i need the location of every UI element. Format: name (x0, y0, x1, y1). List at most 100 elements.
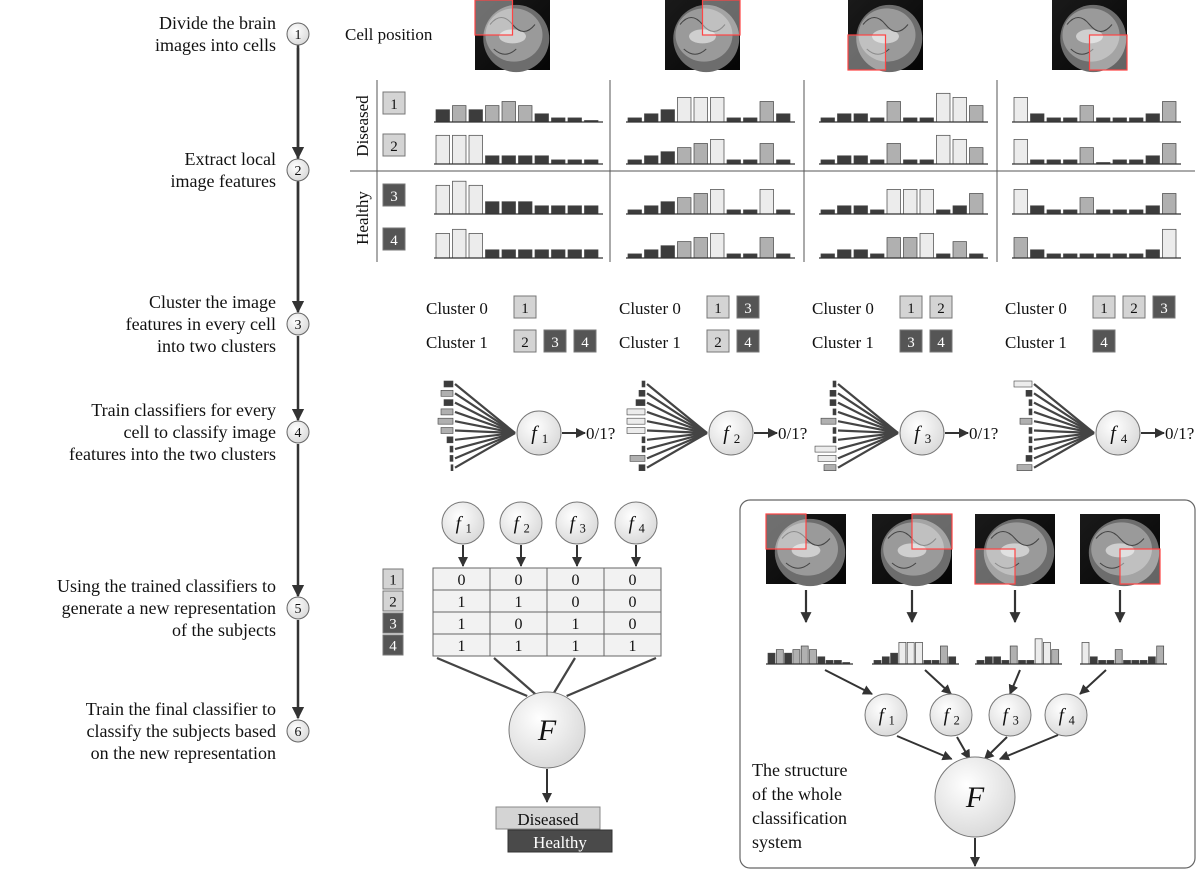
step-number: 2 (295, 164, 302, 179)
input-connection (454, 410, 516, 435)
subject-box-1: 1 (513, 295, 537, 319)
input-feature-bar (440, 427, 454, 434)
histogram-bar (767, 652, 776, 665)
feature-histogram (434, 228, 603, 259)
histogram-bar (1145, 205, 1160, 215)
highlighted-cell (701, 0, 741, 36)
input-feature-bar (635, 399, 646, 406)
histogram-bar (1162, 101, 1177, 123)
subject-box-2: 2 (929, 295, 953, 319)
step-text-line: features in every cell (126, 314, 276, 334)
histogram-bar (759, 189, 774, 215)
histogram-bar (567, 159, 582, 165)
subject-box-bg (929, 295, 953, 319)
node-subscript: 1 (889, 714, 895, 728)
subject-box-bg (382, 91, 406, 115)
histogram-bar (1145, 249, 1160, 259)
node-subscript: 1 (466, 522, 472, 536)
classifier-output-label: 0/1? (586, 424, 615, 443)
histogram-bar (693, 237, 708, 259)
histogram-bar (1112, 253, 1127, 259)
histogram-bar (1034, 638, 1043, 665)
step-number-circle (286, 420, 310, 444)
input-connection (454, 431, 516, 460)
step-text-line: Extract local (185, 149, 276, 169)
node-subscript: 4 (1069, 714, 1075, 728)
step-text-line: cell to classify image (124, 422, 276, 442)
histogram-bar (759, 237, 774, 259)
subject-box-2: 2 (1122, 295, 1146, 319)
subject-box-3: 3 (899, 329, 923, 353)
histogram-bar (759, 101, 774, 123)
histogram-bar (969, 193, 984, 215)
brain-sulcus (891, 562, 917, 569)
histogram-bar (710, 233, 725, 259)
subject-box-number: 1 (389, 573, 397, 589)
histogram-bar (915, 642, 923, 665)
histogram-bar (952, 241, 967, 259)
brain-callosum (791, 543, 821, 558)
input-connection (837, 431, 899, 460)
histogram-bar (940, 645, 948, 665)
histogram-bar (1156, 645, 1165, 665)
histogram-bar (710, 189, 725, 215)
histogram-bar (627, 253, 642, 259)
node-label: f (723, 423, 731, 445)
input-connection (646, 432, 708, 469)
node-circle (934, 756, 1016, 838)
structure-caption-line: The structure (752, 760, 847, 780)
input-feature-bar (440, 389, 454, 397)
brain-sulcus (785, 562, 811, 569)
brain-sulcus (1099, 562, 1125, 569)
step-number: 5 (295, 602, 302, 617)
table-cell-value: 0 (629, 572, 637, 589)
input-connection (454, 420, 516, 435)
input-feature-bar (1028, 445, 1033, 453)
histogram-bar (919, 117, 934, 123)
histogram-bar (584, 249, 599, 259)
histogram-bar (903, 189, 918, 215)
histogram-bar (837, 205, 852, 215)
histogram-bar (518, 201, 533, 215)
node-label: f (944, 705, 952, 726)
histogram-bar (1162, 143, 1177, 165)
histogram-bar (1013, 139, 1028, 165)
histogram-bar (820, 253, 835, 259)
input-feature-bar (446, 436, 454, 444)
histogram-bar (776, 113, 791, 123)
histogram-bar (518, 155, 533, 165)
node-circle (614, 501, 658, 545)
histogram-bar (660, 109, 675, 123)
subject-box-number: 4 (1100, 335, 1108, 351)
step-text-line: of the subjects (172, 620, 276, 640)
histogram-bar (660, 151, 675, 165)
step-text-line: images into cells (155, 35, 276, 55)
histogram-to-classifier-arrow (824, 669, 873, 695)
cell-position-brain (474, 0, 550, 73)
subject-box-number: 1 (714, 301, 722, 317)
histogram-bar (1009, 645, 1018, 665)
input-connection (1033, 431, 1095, 460)
subject-box-number: 1 (1100, 301, 1108, 317)
histogram-bar (534, 249, 549, 259)
input-feature-bar (832, 436, 837, 444)
table-cell-value: 1 (515, 594, 523, 611)
feature-histogram (1012, 139, 1181, 165)
input-feature-bar (641, 436, 646, 444)
histogram-bar (1079, 197, 1094, 215)
step-number: 4 (295, 426, 302, 441)
histogram-bar (1096, 253, 1111, 259)
input-connection (837, 431, 899, 441)
highlighted-cell (474, 0, 514, 36)
histogram-bar (452, 180, 467, 215)
histogram-bar (1112, 117, 1127, 123)
subject-box-number: 1 (521, 301, 529, 317)
